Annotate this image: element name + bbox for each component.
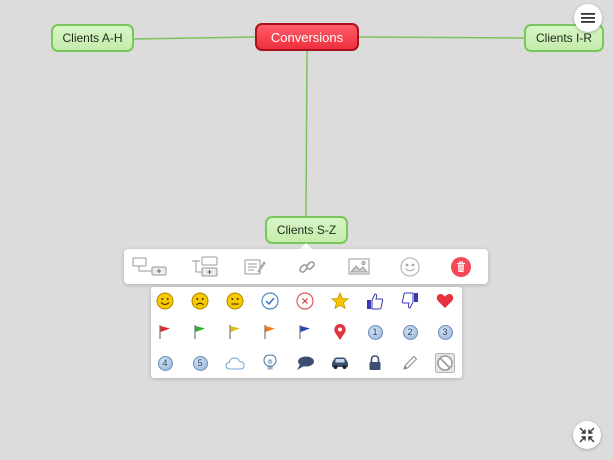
node-label: Clients I-R <box>535 31 592 45</box>
connector-line <box>305 49 308 218</box>
palette-pencil[interactable] <box>393 349 427 377</box>
palette-thumbs-up[interactable] <box>358 287 392 315</box>
add-child-node-icon <box>132 257 167 275</box>
node-toolbar <box>124 249 488 284</box>
connector-line <box>132 36 258 40</box>
number-3-icon: 3 <box>437 324 453 340</box>
number-4-icon: 4 <box>157 355 173 371</box>
toolbar-caret <box>299 243 313 250</box>
number-1-icon: 1 <box>367 324 383 340</box>
palette-yellow-flag[interactable] <box>218 318 252 346</box>
palette-red-flag[interactable] <box>148 318 182 346</box>
palette-number-4[interactable]: 4 <box>148 349 182 377</box>
add-sibling-node-button[interactable] <box>184 253 224 280</box>
menu-icon <box>581 13 595 23</box>
palette-speech-bubble[interactable] <box>288 349 322 377</box>
red-flag-icon <box>159 325 170 339</box>
palette-no-icon[interactable] <box>428 349 462 377</box>
green-flag-icon <box>194 325 205 339</box>
lightbulb-icon <box>263 354 277 370</box>
emoji-button[interactable] <box>395 253 425 280</box>
palette-lock[interactable] <box>358 349 392 377</box>
palette-green-flag[interactable] <box>183 318 217 346</box>
palette-number-3[interactable]: 3 <box>428 318 462 346</box>
palette-cloud[interactable] <box>218 349 252 377</box>
map-pin-icon <box>334 324 346 340</box>
icon-palette: 1 2 3 4 5 <box>151 287 462 378</box>
no-icon-icon <box>435 353 455 373</box>
palette-map-pin[interactable] <box>323 318 357 346</box>
heart-icon <box>436 294 454 308</box>
node-clients-a-h[interactable]: Clients A-H <box>51 24 134 52</box>
speech-bubble-icon <box>297 356 314 370</box>
emoji-icon <box>400 257 420 276</box>
smile-face-icon <box>156 292 174 310</box>
add-sibling-node-icon <box>192 256 218 276</box>
palette-thumbs-down[interactable] <box>393 287 427 315</box>
image-button[interactable] <box>344 253 374 280</box>
lock-icon <box>369 355 381 370</box>
palette-number-2[interactable]: 2 <box>393 318 427 346</box>
number-2-icon: 2 <box>402 324 418 340</box>
palette-lightbulb[interactable] <box>253 349 287 377</box>
connector-line <box>357 36 526 39</box>
palette-star[interactable] <box>323 287 357 315</box>
palette-number-5[interactable]: 5 <box>183 349 217 377</box>
link-icon <box>299 260 315 273</box>
number-5-icon: 5 <box>192 355 208 371</box>
palette-x[interactable] <box>288 287 322 315</box>
car-icon <box>332 357 348 369</box>
palette-blue-flag[interactable] <box>288 318 322 346</box>
thumbs-up-icon <box>367 293 384 310</box>
central-node-label: Conversions <box>270 29 344 45</box>
add-child-node-button[interactable] <box>130 253 170 280</box>
neutral-face-icon <box>226 292 244 310</box>
x-circle-icon <box>296 292 314 310</box>
palette-sad[interactable] <box>183 287 217 315</box>
delete-button[interactable] <box>446 253 476 280</box>
edit-note-button[interactable] <box>240 253 270 280</box>
star-icon <box>331 292 349 310</box>
palette-check[interactable] <box>253 287 287 315</box>
collapse-icon <box>579 427 595 443</box>
orange-flag-icon <box>264 325 275 339</box>
check-circle-icon <box>261 292 279 310</box>
yellow-flag-icon <box>229 325 240 339</box>
pencil-icon <box>403 355 418 370</box>
menu-button[interactable] <box>574 4 602 32</box>
palette-smile[interactable] <box>148 287 182 315</box>
palette-heart[interactable] <box>428 287 462 315</box>
image-icon <box>348 258 370 275</box>
collapse-button[interactable] <box>573 421 601 449</box>
edit-note-icon <box>244 259 266 274</box>
delete-icon <box>451 256 471 277</box>
blue-flag-icon <box>299 325 310 339</box>
palette-number-1[interactable]: 1 <box>358 318 392 346</box>
cloud-icon <box>225 357 245 370</box>
palette-car[interactable] <box>323 349 357 377</box>
node-label: Clients S-Z <box>276 223 337 237</box>
node-clients-s-z[interactable]: Clients S-Z <box>265 216 348 244</box>
sad-face-icon <box>191 292 209 310</box>
palette-neutral[interactable] <box>218 287 252 315</box>
palette-orange-flag[interactable] <box>253 318 287 346</box>
thumbs-down-icon <box>401 292 418 309</box>
central-node[interactable]: Conversions <box>255 23 359 51</box>
link-button[interactable] <box>292 253 322 280</box>
node-label: Clients A-H <box>62 31 123 45</box>
